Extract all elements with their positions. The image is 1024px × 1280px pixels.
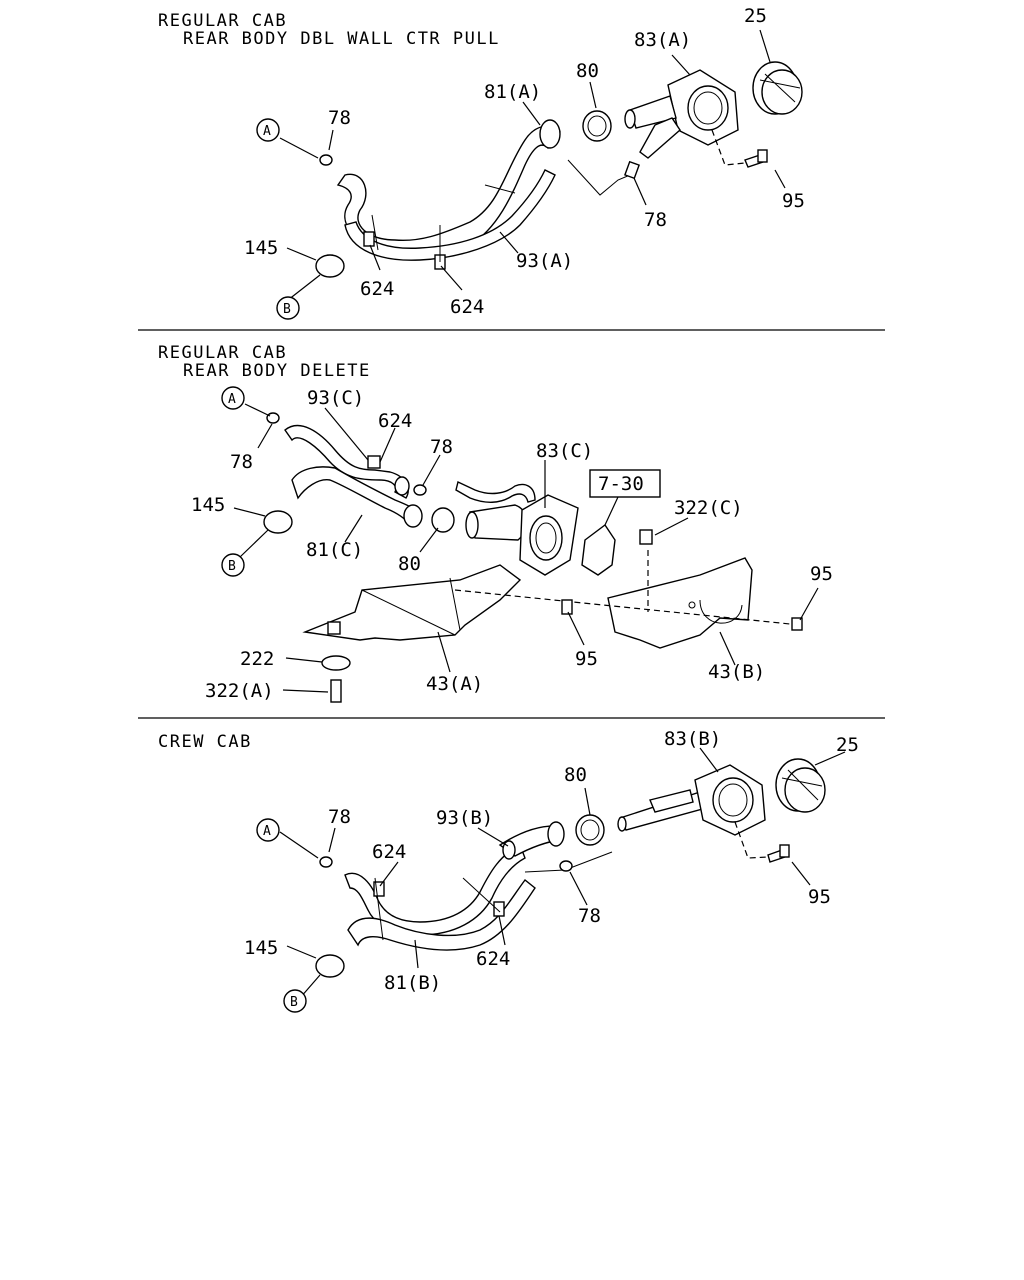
callout-145-c: 145 — [191, 494, 225, 516]
marker-b-icon — [276, 296, 300, 320]
callout-81b: 81(B) — [384, 972, 441, 994]
callout-78-f: 78 — [578, 905, 601, 927]
callout-95: 95 — [782, 190, 805, 212]
marker-b3-label: B — [290, 995, 298, 1010]
clamp-78-a — [319, 154, 333, 166]
callout-145: 145 — [244, 237, 278, 259]
callout-145-b: 145 — [244, 937, 278, 959]
callout-43a: 43(A) — [426, 673, 483, 695]
filler-hose-81c — [284, 424, 423, 528]
callout-81a: 81(A) — [484, 81, 541, 103]
callout-78-top: 78 — [328, 107, 351, 129]
marker-b-label: B — [283, 302, 291, 317]
bracket-43a — [302, 564, 522, 641]
callout-25-b: 25 — [836, 734, 859, 756]
callout-624-right: 624 — [450, 296, 484, 318]
marker-a2-label: A — [228, 392, 236, 407]
callout-83a: 83(A) — [634, 29, 691, 51]
clamp-624-e — [493, 901, 505, 917]
callout-624-e: 624 — [476, 948, 510, 970]
filler-neck-83b — [617, 764, 766, 836]
callout-93a: 93(A) — [516, 250, 573, 272]
callout-93c: 93(C) — [307, 387, 364, 409]
callout-83b: 83(B) — [664, 728, 721, 750]
callout-25: 25 — [744, 5, 767, 27]
callout-95-c1: 95 — [575, 648, 598, 670]
callout-624-c: 624 — [378, 410, 412, 432]
section1-heading-line2: REAR BODY DBL WALL CTR PULL — [183, 29, 500, 49]
section2-heading-line2: REAR BODY DELETE — [183, 361, 371, 381]
marker-a3-label: A — [263, 824, 271, 839]
section-regular-cab-rear-body-delete: REGULAR CAB REAR BODY DELETE — [158, 343, 833, 703]
clamp-78-c — [266, 412, 280, 424]
washer-222 — [321, 655, 351, 671]
callout-78-e: 78 — [328, 806, 351, 828]
ref-box-label: 7-30 — [598, 473, 644, 495]
callout-80-c: 80 — [398, 553, 421, 575]
clamp-624-d — [373, 881, 385, 897]
marker-a-icon — [256, 118, 280, 142]
clamp-80-c — [431, 507, 455, 533]
callout-95-b: 95 — [808, 886, 831, 908]
clamp-624-c — [367, 455, 381, 469]
clamp-78-f — [559, 860, 573, 872]
bolt-95 — [744, 149, 768, 168]
filler-hose-81b — [344, 844, 536, 951]
callout-624-d: 624 — [372, 841, 406, 863]
callout-78-c: 78 — [230, 451, 253, 473]
marker-a-label: A — [263, 124, 271, 139]
callout-80: 80 — [576, 60, 599, 82]
ref-box-frame — [589, 469, 661, 498]
bolt-95-c1 — [561, 599, 573, 615]
clamp-80 — [582, 110, 612, 142]
callout-81c: 81(C) — [306, 539, 363, 561]
marker-a2-icon — [221, 386, 245, 410]
callout-322c: 322(C) — [674, 497, 743, 519]
fuel-cap-25 — [752, 61, 803, 115]
callout-624-left: 624 — [360, 278, 394, 300]
marker-a3-icon — [256, 818, 280, 842]
callout-80-b: 80 — [564, 764, 587, 786]
bolt-95-b — [767, 844, 790, 863]
clamp-78-e — [319, 856, 333, 868]
clamp-145-b — [315, 954, 345, 978]
fuel-cap-25b — [775, 758, 826, 813]
section-crew-cab: CREW CAB — [158, 728, 859, 1013]
clamp-145 — [315, 254, 345, 278]
callout-322a: 322(A) — [205, 680, 274, 702]
section1-heading-line1: REGULAR CAB — [158, 11, 287, 31]
clamp-78-b — [624, 160, 640, 180]
callout-222: 222 — [240, 648, 274, 670]
fuel-cap-ref — [581, 523, 616, 576]
marker-b2-label: B — [228, 559, 236, 574]
filler-hose-93b — [498, 821, 565, 860]
filler-neck-83a — [624, 69, 739, 159]
filler-neck-83c — [465, 494, 579, 576]
clamp-78-d — [413, 484, 427, 496]
marker-b2-icon — [221, 553, 245, 577]
callout-93b: 93(B) — [436, 807, 493, 829]
marker-b3-icon — [283, 989, 307, 1013]
callout-78-d: 78 — [430, 436, 453, 458]
bolt-322a — [330, 679, 342, 703]
filler-hose-93a — [344, 169, 556, 261]
section3-heading-line1: CREW CAB — [158, 732, 252, 752]
vent-line — [567, 159, 631, 196]
callout-95-c2: 95 — [810, 563, 833, 585]
bolt-322c — [639, 529, 653, 545]
callout-78-right: 78 — [644, 209, 667, 231]
bracket-43b — [607, 557, 753, 649]
section-regular-cab-dbl-wall: REGULAR CAB REAR BODY DBL WALL CTR PULL — [158, 5, 805, 320]
vent-tube — [455, 481, 536, 503]
clamp-624-a — [363, 231, 375, 247]
callout-83c: 83(C) — [536, 440, 593, 462]
bolt-95-c2 — [791, 617, 803, 631]
clamp-145-c — [263, 510, 293, 534]
section2-heading-line1: REGULAR CAB — [158, 343, 287, 363]
callout-43b: 43(B) — [708, 661, 765, 683]
